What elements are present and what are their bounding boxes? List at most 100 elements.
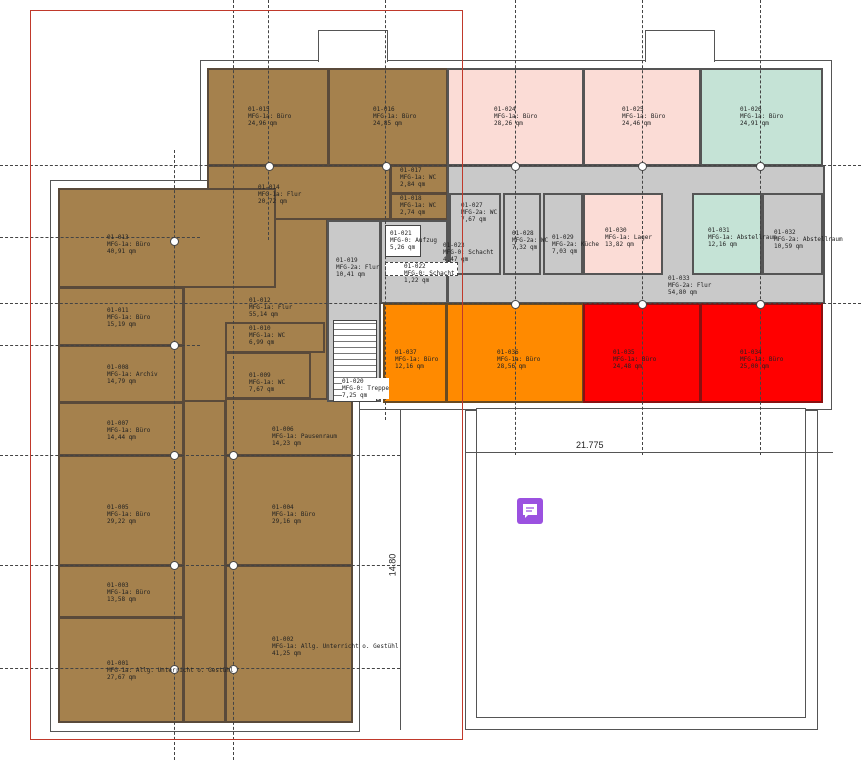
room-use: MFG-1a: Büro	[107, 511, 151, 518]
comment-bubble-icon	[523, 504, 537, 518]
room-id: 01-009	[249, 372, 271, 379]
room-01-005[interactable]	[58, 455, 184, 566]
room-area: 25,00 qm	[740, 363, 769, 370]
room-area: 6,99 qm	[249, 339, 275, 346]
room-use: MFG-1a: Büro	[740, 356, 784, 363]
room-01-010[interactable]	[225, 322, 325, 353]
room-use: MFG-1a: Flur	[249, 304, 293, 311]
room-id: 01-034	[740, 349, 762, 356]
room-id: 01-008	[107, 364, 129, 371]
room-area: 13,82 qm	[605, 241, 634, 248]
column-marker	[229, 665, 238, 674]
room-area: 28,26 qm	[494, 120, 523, 127]
column-marker	[511, 300, 520, 309]
room-id: 01-012	[249, 297, 271, 304]
room-use: MFG-1a: Büro	[740, 113, 784, 120]
room-01-018[interactable]	[390, 193, 448, 220]
column-marker	[170, 451, 179, 460]
room-01-032[interactable]	[762, 193, 823, 275]
room-area: 5,26 qm	[390, 244, 416, 251]
column-marker	[756, 300, 765, 309]
room-id: 01-029	[552, 234, 574, 241]
room-area: 2,84 qm	[400, 181, 426, 188]
grid-line	[0, 303, 861, 304]
room-use: MFG-1a: Lager	[605, 234, 652, 241]
room-01-037[interactable]	[383, 303, 447, 403]
grid-line	[0, 345, 200, 346]
room-01-028[interactable]	[503, 193, 541, 275]
room-id: 01-013	[107, 234, 129, 241]
room-01-008[interactable]	[58, 345, 184, 403]
room-id: 01-028	[512, 230, 534, 237]
column-marker	[170, 341, 179, 350]
room-01-034[interactable]	[700, 303, 823, 403]
room-id: 01-004	[272, 504, 294, 511]
room-area: 10,59 qm	[774, 243, 803, 250]
room-use: MFG-1a: Abstellraum	[708, 234, 777, 241]
room-use: MFG-1a: WC	[400, 202, 437, 209]
room-area: 7,67 qm	[249, 386, 275, 393]
column-marker	[756, 162, 765, 171]
grid-line	[0, 237, 200, 238]
grid-line	[233, 0, 234, 760]
room-use: MFG-2a: Flur	[668, 282, 712, 289]
room-id: 01-023	[443, 242, 465, 249]
column-marker	[638, 300, 647, 309]
room-area: 7,25 qm	[342, 392, 368, 399]
column-marker	[229, 451, 238, 460]
room-use: MFG-2a: Küche	[552, 241, 599, 248]
room-id: 01-002	[272, 636, 294, 643]
room-area: 7,67 qm	[461, 216, 487, 223]
room-id: 01-021	[390, 230, 412, 237]
room-id: 01-020	[342, 378, 364, 385]
room-id: 01-024	[494, 106, 516, 113]
room-use: MFG-1a: Büro	[248, 113, 292, 120]
room-use: MFG-1a: Büro	[494, 113, 538, 120]
grid-line	[515, 0, 516, 455]
room-use: MFG-1a: Flur	[258, 191, 302, 198]
room-01-007[interactable]	[58, 402, 184, 456]
room-id: 01-026	[740, 106, 762, 113]
comment-icon[interactable]	[517, 498, 543, 524]
room-01-026[interactable]	[700, 68, 823, 166]
room-01-029[interactable]	[543, 193, 583, 275]
room-area: 40,91 qm	[107, 248, 136, 255]
room-01-021[interactable]	[385, 225, 421, 257]
room-use: MFG-1a: Pausenraum	[272, 433, 338, 440]
room-01-002[interactable]	[225, 565, 353, 723]
room-use: MFG-0: Schacht	[404, 270, 455, 277]
room-use: MFG-1a: Archiv	[107, 371, 158, 378]
room-01-031[interactable]	[692, 193, 762, 275]
room-01-006[interactable]	[225, 398, 353, 456]
room-01-001[interactable]	[58, 617, 184, 723]
room-01-027[interactable]	[449, 193, 501, 275]
room-01-013[interactable]	[58, 188, 276, 288]
room-area: 4,47 qm	[443, 256, 469, 263]
room-id: 01-018	[400, 195, 422, 202]
grid-line	[0, 165, 861, 166]
room-01-030[interactable]	[583, 193, 663, 275]
room-area: 24,96 qm	[248, 120, 277, 127]
room-01-004[interactable]	[225, 455, 353, 566]
room-id: 01-025	[622, 106, 644, 113]
room-use: MFG-1a: Büro	[395, 356, 439, 363]
room-id: 01-015	[248, 106, 270, 113]
